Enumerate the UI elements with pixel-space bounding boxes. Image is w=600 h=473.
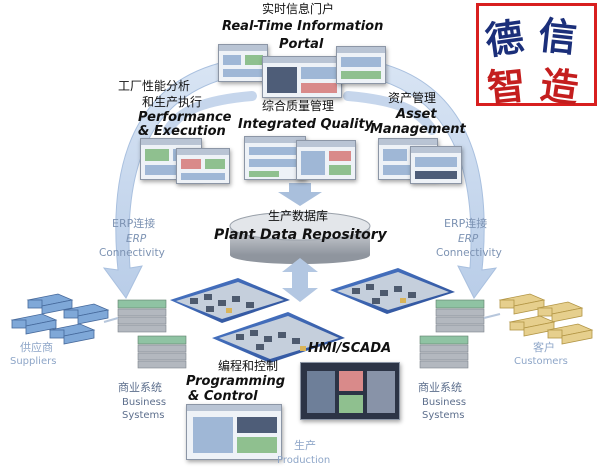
connector-supplier-business [103,317,119,323]
business-right-label-en-line1: Business [422,397,467,408]
business-right-label-en-line2: Systems [422,410,465,421]
asset-label-cn: 资产管理 [388,91,437,105]
customers-label-cn: 客户 [533,341,555,354]
inner-left-arc [163,91,257,135]
quality-screen-front [296,140,356,180]
right-flow-arc [353,57,498,299]
repository-label-en: Plant Data Repository [214,227,387,243]
inner-right-arc [343,91,437,135]
down-arrow-to-repository [278,183,322,206]
erp-left-label-cn: ERP连接 [112,217,156,230]
hmi-screen [300,362,400,420]
business-left-label-cn: 商业系统 [118,381,162,394]
portal-label-en-line1: Real-Time Information [222,19,384,34]
performance-label-cn-line1: 工厂性能分析 [118,79,191,93]
business-left-label-en-line1: Business [122,397,167,408]
suppliers-label-cn: 供应商 [20,341,53,354]
server-rack-icon-right [419,299,485,369]
business-right-label-cn: 商业系统 [418,381,462,394]
connector-business-customer [483,313,501,319]
suppliers-label-en: Suppliers [10,356,57,367]
erp-right-label-en-line2: Connectivity [436,247,502,259]
business-left-label-en-line2: Systems [122,410,165,421]
repository-disk-icon [229,211,371,264]
logo-char-2: 信 [536,12,579,61]
performance-label-cn-line2: 和生产执行 [142,95,203,109]
programming-label-en-line1: Programming [186,374,286,389]
portal-label-cn: 实时信息门户 [262,2,335,16]
portal-screen-left [218,44,268,82]
production-label-en: Production [277,455,331,466]
erp-right-label-cn: ERP连接 [444,217,488,230]
repository-label-cn: 生产数据库 [268,209,329,223]
logo-char-3: 智 [485,62,528,111]
programming-screen [186,404,282,460]
customers-label-en: Customers [514,356,568,367]
asset-label-en-line1: Asset [396,107,437,122]
quality-label-cn: 综合质量管理 [262,99,335,113]
hmi-label: HMI/SCADA [308,341,392,356]
left-flow-arc [102,57,247,299]
erp-left-label-en-line2: Connectivity [99,247,165,259]
asset-label-en-line2: Management [370,122,466,137]
erp-left-label-en-line1: ERP [126,233,147,245]
production-label-cn: 生产 [294,439,316,452]
logo-char-4: 造 [537,61,582,112]
asset-screen-front [410,146,462,184]
portal-screen-right [336,46,386,84]
server-rack-icon-left [117,299,187,369]
portal-label-en-line2: Portal [279,37,324,52]
performance-screen-front [176,148,230,184]
performance-label-en-line2: & Execution [138,124,226,139]
supplier-boxes-icon [10,293,110,345]
programming-label-cn: 编程和控制 [218,359,279,373]
plant-building-icon [170,268,455,363]
erp-right-label-en-line1: ERP [458,233,479,245]
programming-label-en-line2: & Control [188,389,258,404]
vertical-double-arrow [282,258,318,302]
customer-boxes-icon [498,293,594,345]
portal-screen-center [262,56,342,98]
calligraphy-logo-stamp: 德 信 智 造 [476,3,597,111]
performance-label-en-line1: Performance [138,110,232,125]
quality-label-en: Integrated Quality [238,117,374,132]
quality-screen-back [244,136,306,180]
